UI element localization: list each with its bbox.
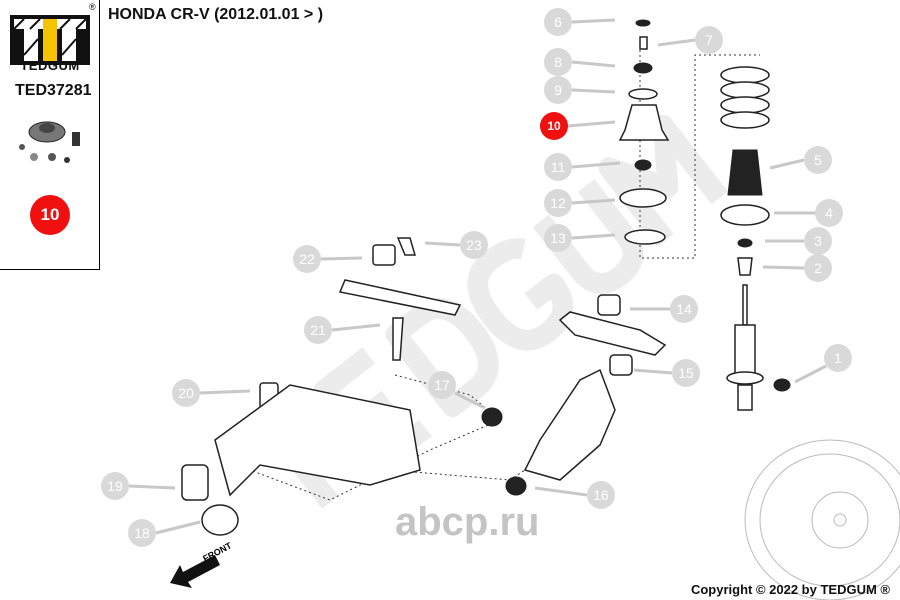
svg-text:12: 12 bbox=[550, 195, 566, 211]
svg-text:10: 10 bbox=[547, 119, 561, 133]
svg-text:16: 16 bbox=[593, 487, 609, 503]
callout-6[interactable]: 6 bbox=[544, 8, 572, 36]
callout-19[interactable]: 19 bbox=[101, 472, 129, 500]
callout-7[interactable]: 7 bbox=[695, 26, 723, 54]
brand-name: TEDGUM bbox=[20, 58, 80, 73]
svg-text:18: 18 bbox=[134, 525, 150, 541]
callout-15[interactable]: 15 bbox=[672, 359, 700, 387]
svg-text:19: 19 bbox=[107, 478, 123, 494]
svg-text:9: 9 bbox=[554, 82, 562, 98]
callout-1[interactable]: 1 bbox=[824, 344, 852, 372]
callout-12[interactable]: 12 bbox=[544, 189, 572, 217]
part-number: TED37281 bbox=[15, 82, 92, 99]
callout-17[interactable]: 17 bbox=[428, 371, 456, 399]
callout-23[interactable]: 23 bbox=[460, 231, 488, 259]
svg-text:5: 5 bbox=[814, 152, 822, 168]
callout-20[interactable]: 20 bbox=[172, 379, 200, 407]
callout-arrows bbox=[128, 18, 827, 535]
copyright-notice: Copyright © 2022 by TEDGUM ® bbox=[690, 582, 890, 597]
svg-text:14: 14 bbox=[676, 301, 692, 317]
product-thumbnail bbox=[19, 121, 80, 163]
svg-text:6: 6 bbox=[554, 14, 562, 30]
svg-text:3: 3 bbox=[814, 233, 822, 249]
svg-text:20: 20 bbox=[178, 385, 194, 401]
svg-text:22: 22 bbox=[299, 251, 315, 267]
bushings-and-arms bbox=[181, 237, 667, 536]
wheel-tire bbox=[744, 439, 900, 600]
svg-text:13: 13 bbox=[550, 230, 566, 246]
selected-position-badge: 10 bbox=[30, 195, 70, 235]
svg-text:11: 11 bbox=[551, 159, 566, 175]
svg-text:21: 21 bbox=[310, 322, 326, 338]
callout-2[interactable]: 2 bbox=[804, 254, 832, 282]
callout-22[interactable]: 22 bbox=[293, 245, 321, 273]
callout-10-highlighted[interactable]: 10 bbox=[540, 112, 568, 140]
product-sidebar: TEDGUM ® TED37281 10 bbox=[0, 0, 100, 270]
registered-mark: ® bbox=[89, 2, 96, 12]
svg-text:8: 8 bbox=[554, 54, 562, 70]
vehicle-title: HONDA CR-V (2012.01.01 > ) bbox=[108, 6, 324, 23]
front-direction-arrow: FRONT bbox=[170, 540, 234, 588]
callout-14[interactable]: 14 bbox=[670, 295, 698, 323]
svg-text:17: 17 bbox=[434, 377, 450, 393]
site-watermark: abcp.ru bbox=[395, 500, 539, 544]
callout-18[interactable]: 18 bbox=[128, 519, 156, 547]
strut-assembly bbox=[618, 19, 791, 411]
svg-text:7: 7 bbox=[705, 32, 713, 48]
svg-text:2: 2 bbox=[814, 260, 822, 276]
callout-5[interactable]: 5 bbox=[804, 146, 832, 174]
callout-11[interactable]: 11 bbox=[544, 153, 572, 181]
callout-3[interactable]: 3 bbox=[804, 227, 832, 255]
callout-16[interactable]: 16 bbox=[587, 481, 615, 509]
callout-4[interactable]: 4 bbox=[815, 199, 843, 227]
callout-8[interactable]: 8 bbox=[544, 48, 572, 76]
callout-21[interactable]: 21 bbox=[304, 316, 332, 344]
svg-text:23: 23 bbox=[466, 237, 482, 253]
tedgum-logo bbox=[10, 15, 90, 65]
callout-13[interactable]: 13 bbox=[544, 224, 572, 252]
svg-text:4: 4 bbox=[825, 205, 833, 221]
svg-text:15: 15 bbox=[678, 365, 694, 381]
callout-9[interactable]: 9 bbox=[544, 76, 572, 104]
svg-text:1: 1 bbox=[834, 350, 842, 366]
